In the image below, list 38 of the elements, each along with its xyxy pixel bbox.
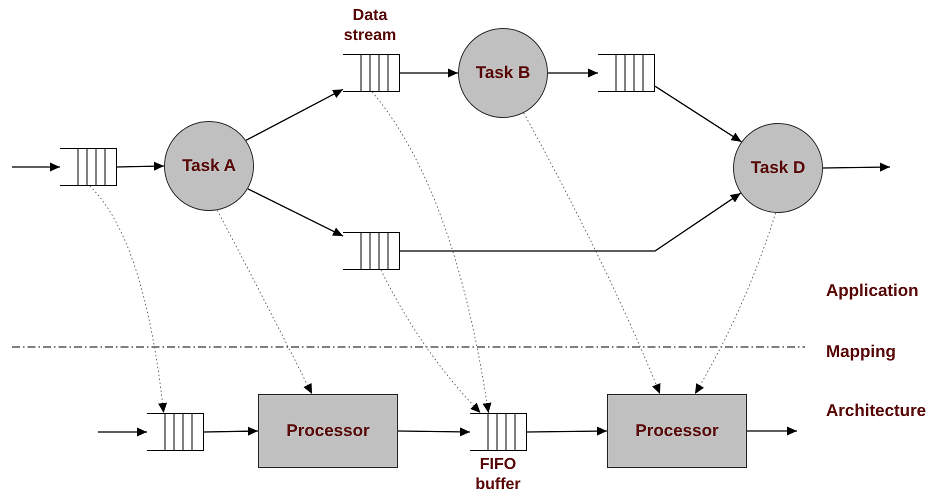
dotted-arrow	[372, 92, 492, 414]
queue-caption: FIFO buffer	[474, 455, 522, 495]
arrow	[248, 188, 344, 237]
node-label: Task D	[750, 157, 806, 179]
queue-caption: Data stream	[342, 6, 398, 46]
arrow	[548, 68, 598, 78]
arrow	[398, 427, 470, 436]
dotted-arrow	[380, 270, 481, 414]
arrow	[204, 426, 258, 436]
node-label: Task A	[182, 155, 236, 177]
fifo-queue	[343, 54, 400, 92]
arrow	[400, 68, 458, 78]
processor-box	[607, 394, 747, 468]
arrow	[246, 88, 344, 141]
arrow	[747, 426, 797, 436]
arrow	[654, 86, 742, 142]
fifo-queue	[470, 413, 527, 451]
fifo-queue	[343, 232, 400, 270]
arrow	[98, 428, 147, 436]
arrow	[116, 162, 164, 171]
arrow	[12, 162, 60, 172]
node-label: Processor	[635, 420, 719, 442]
arrow	[400, 192, 742, 252]
node-label: Task B	[476, 62, 530, 84]
fifo-queue	[598, 54, 655, 92]
node-label: Processor	[286, 420, 370, 442]
arrow	[527, 426, 607, 436]
layer-label: Mapping	[826, 341, 896, 363]
processor-box	[258, 394, 398, 468]
fifo-queue	[60, 148, 117, 186]
dotted-arrow	[216, 210, 312, 394]
dotted-arrow	[523, 112, 660, 394]
layer-label: Application	[826, 280, 919, 302]
fifo-queue	[147, 413, 204, 451]
layer-label: Architecture	[826, 400, 926, 422]
dotted-arrow	[694, 212, 776, 394]
dotted-arrow	[89, 186, 167, 414]
arrow	[823, 162, 890, 172]
